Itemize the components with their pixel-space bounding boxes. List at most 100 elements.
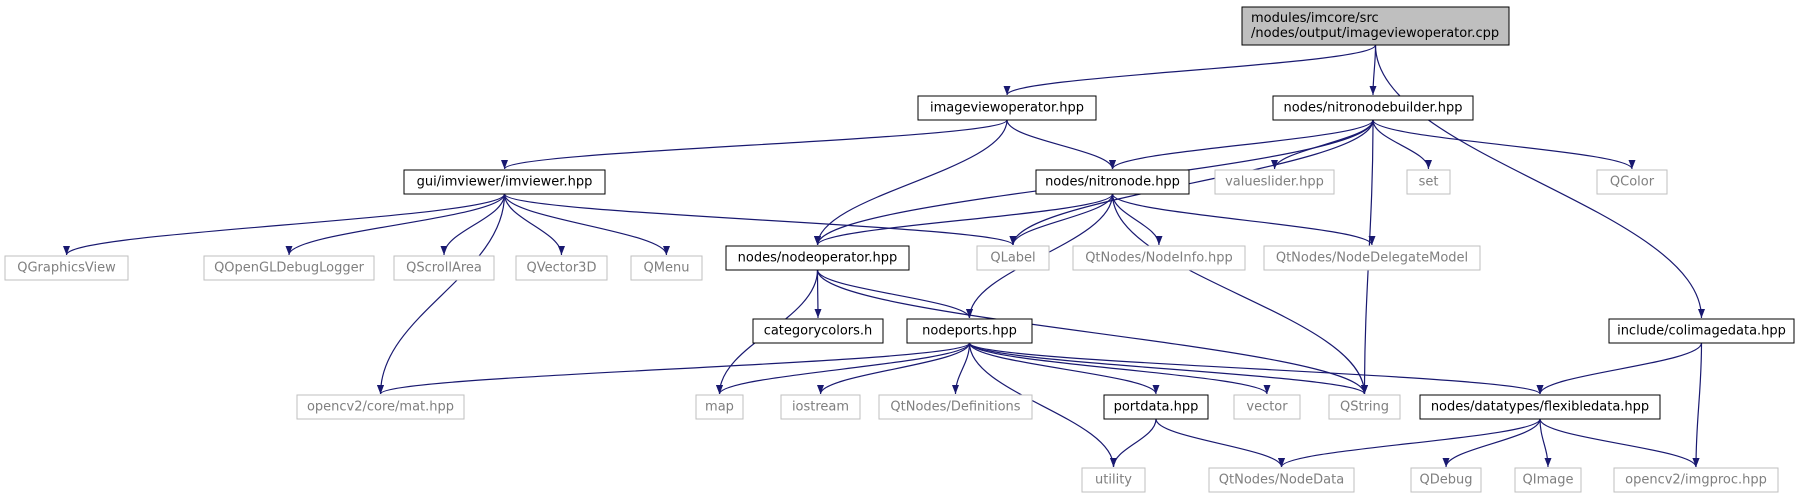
node-label: nodes/nitronodebuilder.hpp bbox=[1284, 101, 1463, 116]
node-label: nodes/datatypes/flexibledata.hpp bbox=[1431, 400, 1649, 415]
edge-nitronode_hpp-to-QString bbox=[1111, 193, 1368, 395]
node-QVector3D: QVector3D bbox=[515, 255, 608, 281]
edge-imageviewoperator_hpp-to-nodeoperator_hpp bbox=[814, 119, 1008, 246]
node-box bbox=[1608, 318, 1795, 344]
node-QScrollArea: QScrollArea bbox=[393, 255, 495, 281]
node-label: opencv2/imgproc.hpp bbox=[1625, 473, 1767, 488]
node-box bbox=[4, 255, 129, 281]
edge-colimagedata_hpp-to-flexibledata_hpp bbox=[1536, 342, 1703, 395]
edge-nodeports_hpp-to-mat_hpp bbox=[377, 342, 971, 395]
node-label: QString bbox=[1340, 400, 1389, 415]
node-NodeData: QtNodes/NodeData bbox=[1208, 467, 1355, 493]
node-label: include/colimagedata.hpp bbox=[1617, 324, 1786, 339]
edge-flexibledata_hpp-to-imgproc_hpp bbox=[1539, 418, 1700, 468]
node-label: QtNodes/NodeData bbox=[1219, 473, 1344, 488]
node-box bbox=[1419, 394, 1661, 420]
edge-nitronodebuilder_hpp-to-QLabel bbox=[1009, 119, 1374, 246]
node-QMenu: QMenu bbox=[630, 255, 703, 281]
node-label: QOpenGLDebugLogger bbox=[214, 261, 364, 276]
edge-flexibledata_hpp-to-QImage bbox=[1539, 418, 1552, 468]
node-box bbox=[1410, 467, 1482, 493]
edge-nodeports_hpp-to-portdata_hpp bbox=[968, 342, 1160, 395]
node-portdata_hpp[interactable]: portdata.hpp bbox=[1103, 394, 1209, 420]
node-box bbox=[1596, 169, 1668, 195]
node-label: gui/imviewer/imviewer.hpp bbox=[417, 175, 593, 190]
node-box bbox=[1208, 467, 1355, 493]
edge-root-to-imageviewoperator_hpp bbox=[1003, 44, 1377, 96]
node-flexibledata_hpp[interactable]: nodes/datatypes/flexibledata.hpp bbox=[1419, 394, 1661, 420]
node-box bbox=[752, 318, 884, 344]
edge-imviewer_hpp-to-QLabel bbox=[503, 193, 1017, 246]
node-label: opencv2/core/mat.hpp bbox=[307, 400, 454, 415]
node-map: map bbox=[695, 394, 744, 420]
node-nitronode_hpp[interactable]: nodes/nitronode.hpp bbox=[1035, 169, 1190, 195]
node-label: /nodes/output/imageviewoperator.cpp bbox=[1251, 26, 1499, 41]
node-box bbox=[1241, 6, 1510, 46]
node-nodeoperator_hpp[interactable]: nodes/nodeoperator.hpp bbox=[725, 245, 910, 271]
node-box bbox=[1328, 394, 1401, 420]
node-label: nodes/nitronode.hpp bbox=[1045, 175, 1180, 190]
node-vector: vector bbox=[1233, 394, 1301, 420]
node-box bbox=[203, 255, 375, 281]
node-box bbox=[906, 318, 1033, 344]
edge-imageviewoperator_hpp-to-imviewer_hpp bbox=[501, 119, 1008, 170]
node-label: nodes/nodeoperator.hpp bbox=[738, 251, 898, 266]
node-set: set bbox=[1406, 169, 1451, 195]
node-imgproc_hpp: opencv2/imgproc.hpp bbox=[1613, 467, 1779, 493]
edge-nitronode_hpp-to-nodeoperator_hpp bbox=[814, 193, 1114, 246]
node-box bbox=[1263, 245, 1481, 271]
node-label: QtNodes/NodeInfo.hpp bbox=[1085, 251, 1233, 266]
node-imageviewoperator_hpp[interactable]: imageviewoperator.hpp bbox=[917, 95, 1097, 121]
node-box bbox=[1103, 394, 1209, 420]
node-label: imageviewoperator.hpp bbox=[930, 101, 1084, 116]
node-label: portdata.hpp bbox=[1114, 400, 1199, 415]
edge-nitronode_hpp-to-NodeInfo_hpp bbox=[1111, 193, 1163, 246]
node-QImage: QImage bbox=[1514, 467, 1582, 493]
node-NodeDelegateModel_hpp: QtNodes/NodeDelegateModel bbox=[1263, 245, 1481, 271]
edge-root-to-colimagedata_hpp bbox=[1374, 44, 1705, 319]
node-box bbox=[1081, 467, 1146, 493]
node-box bbox=[976, 245, 1050, 271]
edge-imviewer_hpp-to-mat_hpp bbox=[377, 193, 506, 395]
node-valueslider_hpp: valueslider.hpp bbox=[1214, 169, 1335, 195]
node-imviewer_hpp[interactable]: gui/imviewer/imviewer.hpp bbox=[403, 169, 606, 195]
node-box bbox=[1233, 394, 1301, 420]
node-root[interactable]: modules/imcore/src/nodes/output/imagevie… bbox=[1241, 6, 1510, 46]
edge-nitronodebuilder_hpp-to-valueslider_hpp bbox=[1271, 119, 1374, 170]
node-box bbox=[515, 255, 608, 281]
node-box bbox=[878, 394, 1033, 420]
node-box bbox=[403, 169, 606, 195]
edge-nodeports_hpp-to-iostream bbox=[817, 342, 971, 395]
node-QColor: QColor bbox=[1596, 169, 1668, 195]
node-colimagedata_hpp[interactable]: include/colimagedata.hpp bbox=[1608, 318, 1795, 344]
edge-portdata_hpp-to-NodeData bbox=[1155, 418, 1285, 468]
node-Definitions: QtNodes/Definitions bbox=[878, 394, 1033, 420]
node-box bbox=[1406, 169, 1451, 195]
edge-colimagedata_hpp-to-imgproc_hpp bbox=[1692, 342, 1703, 468]
edge-nodeports_hpp-to-utility bbox=[968, 342, 1117, 468]
node-label: utility bbox=[1095, 473, 1132, 488]
node-QOpenGLDebugLogger: QOpenGLDebugLogger bbox=[203, 255, 375, 281]
edge-imviewer_hpp-to-QVector3D bbox=[503, 193, 565, 256]
node-label: iostream bbox=[792, 400, 849, 415]
edge-portdata_hpp-to-utility bbox=[1110, 418, 1157, 468]
node-NodeInfo_hpp: QtNodes/NodeInfo.hpp bbox=[1072, 245, 1246, 271]
edge-nitronode_hpp-to-QLabel bbox=[1009, 193, 1114, 246]
edge-imageviewoperator_hpp-to-nitronode_hpp bbox=[1006, 119, 1116, 170]
node-nodeports_hpp[interactable]: nodeports.hpp bbox=[906, 318, 1033, 344]
node-label: QDebug bbox=[1420, 473, 1473, 488]
node-iostream: iostream bbox=[780, 394, 861, 420]
edge-root-to-nitronodebuilder_hpp bbox=[1369, 44, 1377, 96]
node-label: QLabel bbox=[990, 251, 1035, 266]
node-QLabel: QLabel bbox=[976, 245, 1050, 271]
edge-nodeports_hpp-to-Definitions bbox=[952, 342, 971, 395]
node-label: categorycolors.h bbox=[764, 324, 873, 339]
node-label: QScrollArea bbox=[406, 261, 482, 276]
node-label: QGraphicsView bbox=[17, 261, 116, 276]
node-nitronodebuilder_hpp[interactable]: nodes/nitronodebuilder.hpp bbox=[1272, 95, 1474, 121]
nodes-layer: modules/imcore/src/nodes/output/imagevie… bbox=[4, 6, 1795, 493]
node-categorycolors_h[interactable]: categorycolors.h bbox=[752, 318, 884, 344]
node-QGraphicsView: QGraphicsView bbox=[4, 255, 129, 281]
edge-nodeports_hpp-to-QString bbox=[968, 342, 1368, 395]
node-box bbox=[1072, 245, 1246, 271]
